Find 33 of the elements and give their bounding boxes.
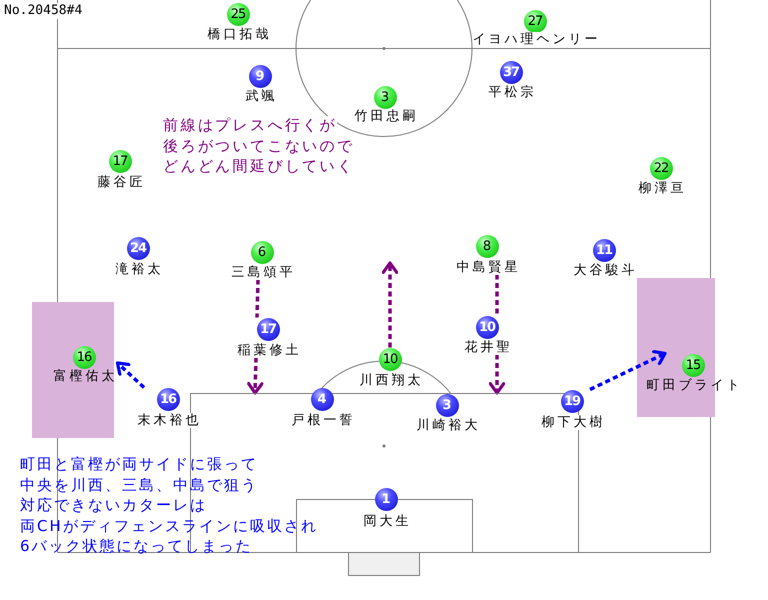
player-marker: 17: [256, 318, 280, 340]
player-marker: 3: [436, 394, 458, 416]
movement-arrow: [382, 261, 398, 348]
player-marker: 9: [248, 64, 272, 88]
player-marker: 4: [310, 388, 334, 410]
player-marker: 37: [500, 60, 522, 84]
movement-line: [255, 279, 260, 318]
movement-arrow: [488, 354, 506, 395]
player-marker: 3: [374, 86, 396, 108]
movement-arrow: [589, 350, 667, 392]
player-marker: 11: [592, 238, 616, 262]
movement-line: [495, 274, 499, 316]
annotation-note: 町田と富樫が両サイドに張って中央を川西、三島、中島で狙う対応できないカターレは両CHがディフェンスラインに吸収され6バック状態になってしまった: [20, 454, 318, 557]
player-marker: 1: [374, 488, 398, 510]
player-marker: 8: [476, 234, 498, 258]
player-name: 末木裕也: [138, 412, 202, 428]
player-marker: 22: [650, 156, 672, 180]
player-name: 柳下大樹: [542, 414, 606, 430]
movement-arrow: [247, 357, 264, 395]
player-marker: 10: [476, 316, 498, 338]
player-name: 富樫佑太: [54, 368, 118, 384]
player-marker: 10: [378, 348, 402, 370]
player-marker: 24: [126, 236, 150, 260]
player-marker: 6: [250, 240, 274, 264]
player-name: 町田ブライト: [646, 378, 742, 392]
player-marker: 19: [560, 390, 584, 412]
reference-number: No.20458#4: [4, 3, 82, 19]
player-marker: 25: [226, 2, 250, 26]
player-marker: 17: [108, 150, 132, 172]
player-marker: 27: [524, 10, 546, 32]
player-marker: 16: [156, 388, 180, 410]
annotation-note: 前線はプレスへ行くが後ろがついてこないのでどんどん間延びしていく: [163, 115, 354, 176]
movement-arrow: [116, 361, 146, 389]
